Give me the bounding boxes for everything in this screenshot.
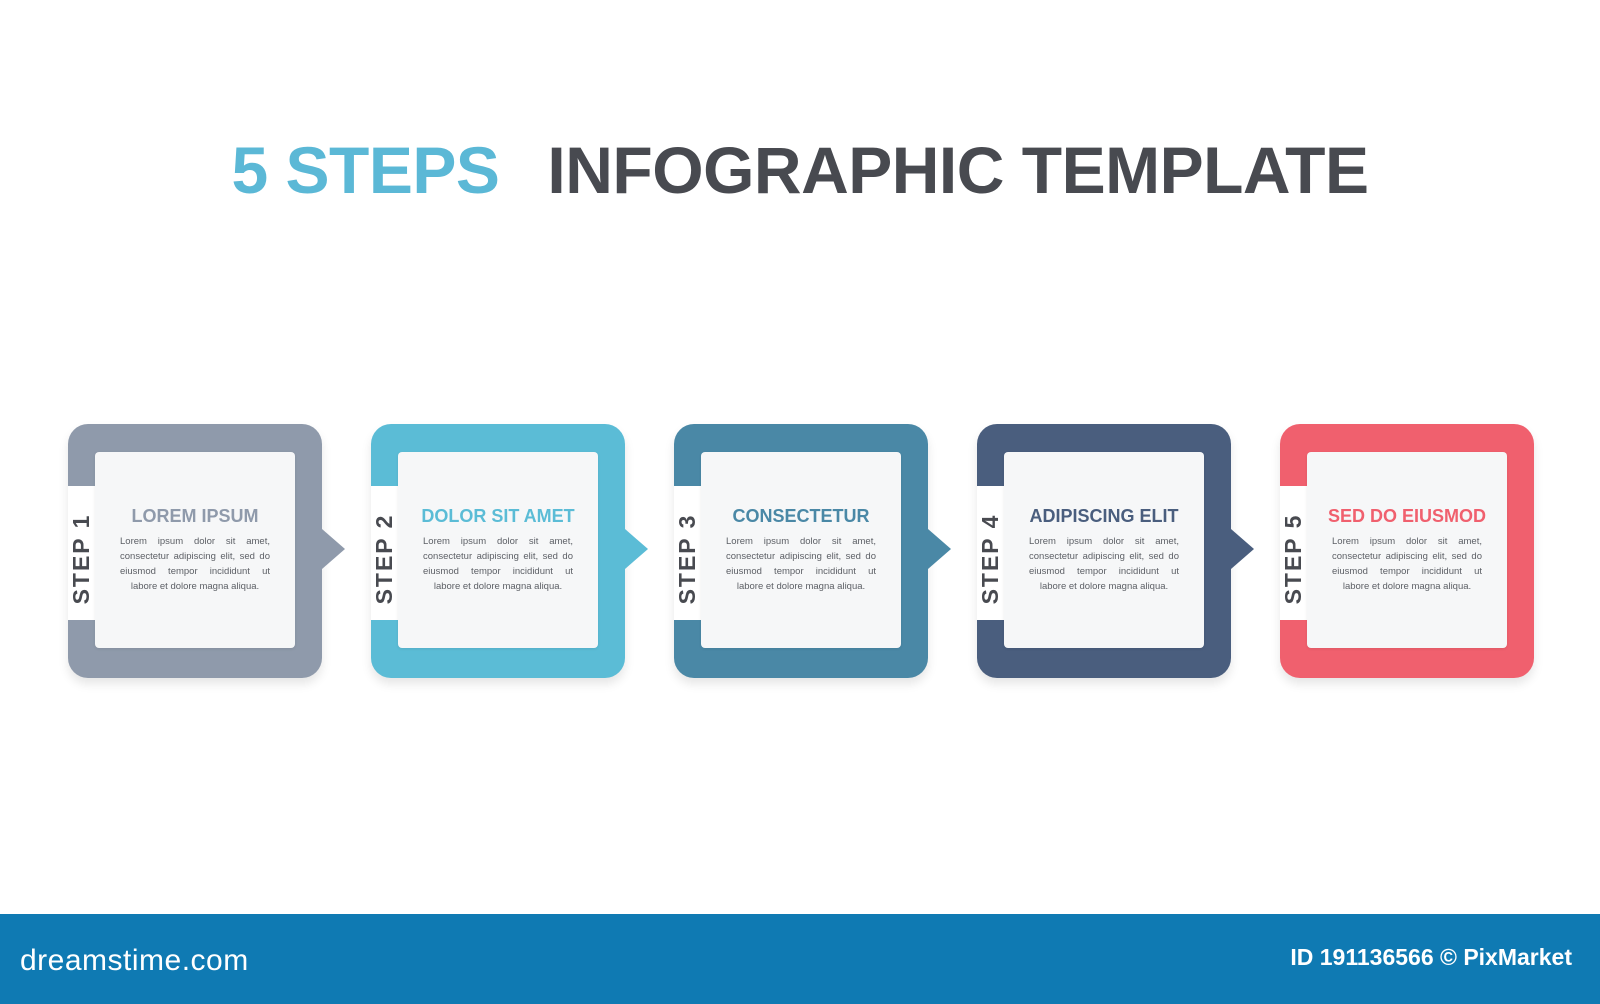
title-rest: INFOGRAPHIC TEMPLATE [547, 133, 1369, 207]
image-id: ID 191136566 © PixMarket [1290, 944, 1572, 970]
step-box-4: STEP 4 ADIPISCING ELIT Lorem ipsum dolor… [977, 424, 1254, 678]
step-3-gap [674, 486, 701, 620]
step-1-gap [68, 486, 95, 620]
step-5-body: Lorem ipsum dolor sit amet, consectetur … [1332, 536, 1482, 592]
step-3-heading: CONSECTETUR [732, 506, 870, 526]
step-4-arrow-icon [1231, 529, 1254, 569]
step-1-arrow-icon [322, 529, 345, 569]
title-accent: 5 STEPS [231, 133, 500, 207]
step-4-heading: ADIPISCING ELIT [1029, 506, 1179, 526]
step-3-card [701, 452, 901, 648]
step-2-heading: DOLOR SIT AMET [421, 506, 575, 526]
step-1-body: Lorem ipsum dolor sit amet, consectetur … [120, 536, 270, 592]
step-4-gap [977, 486, 1004, 620]
step-1-card [95, 452, 295, 648]
step-2-gap [371, 486, 398, 620]
step-2-arrow-icon [625, 529, 648, 569]
page-title: 5 STEPS INFOGRAPHIC TEMPLATE [0, 132, 1600, 208]
step-4-body: Lorem ipsum dolor sit amet, consectetur … [1029, 536, 1179, 592]
step-3-body: Lorem ipsum dolor sit amet, consectetur … [726, 536, 876, 592]
step-3-arrow-icon [928, 529, 951, 569]
step-4-card [1004, 452, 1204, 648]
step-5-gap [1280, 486, 1307, 620]
step-5-heading: SED DO EIUSMOD [1327, 506, 1487, 526]
step-box-2: STEP 2 DOLOR SIT AMET Lorem ipsum dolor … [371, 424, 648, 678]
brand-logo: dreamstime.com [20, 944, 249, 977]
step-box-5: STEP 5 SED DO EIUSMOD Lorem ipsum dolor … [1280, 424, 1534, 678]
step-box-1: STEP 1 LOREM IPSUM Lorem ipsum dolor sit… [68, 424, 345, 678]
footer-bar: dreamstime.com ID 191136566 © PixMarket [0, 914, 1600, 1004]
step-2-body: Lorem ipsum dolor sit amet, consectetur … [423, 536, 573, 592]
step-box-3: STEP 3 CONSECTETUR Lorem ipsum dolor sit… [674, 424, 951, 678]
step-2-card [398, 452, 598, 648]
step-1-heading: LOREM IPSUM [131, 506, 259, 526]
step-5-card [1307, 452, 1507, 648]
